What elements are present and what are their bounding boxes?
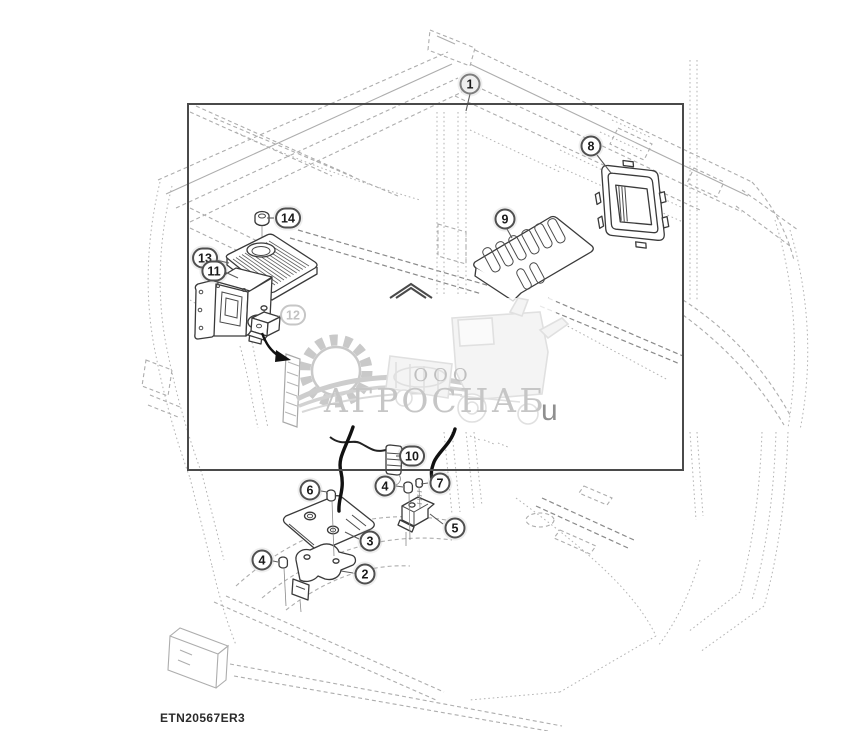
callout-4-lower[interactable]: 4 bbox=[251, 549, 273, 571]
callout-14[interactable]: 14 bbox=[275, 207, 301, 229]
cab-left-pillar bbox=[141, 181, 237, 646]
part-12-bracket bbox=[247, 305, 281, 341]
callout-11[interactable]: 11 bbox=[201, 260, 227, 282]
callout-5[interactable]: 5 bbox=[444, 517, 466, 539]
callout-3[interactable]: 3 bbox=[359, 530, 381, 552]
callout-7[interactable]: 7 bbox=[429, 472, 451, 494]
callout-8[interactable]: 8 bbox=[580, 135, 602, 157]
part-14-cap bbox=[254, 210, 270, 246]
callout-9[interactable]: 9 bbox=[494, 208, 516, 230]
screw-7 bbox=[415, 477, 424, 509]
part-2-bracket bbox=[291, 543, 357, 613]
part-5-bracket bbox=[397, 496, 435, 546]
figure-code: ETN20567ER3 bbox=[160, 711, 246, 725]
part-9-speaker-grille-tray bbox=[473, 215, 594, 302]
callout-4-upper[interactable]: 4 bbox=[374, 475, 396, 497]
watermark-company-name: АГРОСНАБ bbox=[323, 381, 546, 420]
inset-box bbox=[187, 103, 684, 471]
bolt-4-upper bbox=[403, 481, 414, 541]
part-8-frame bbox=[594, 159, 670, 249]
harness-cables bbox=[337, 425, 457, 513]
cab-roof bbox=[157, 29, 799, 261]
bolt-4-lower bbox=[278, 556, 289, 607]
callout-6[interactable]: 6 bbox=[299, 479, 321, 501]
callout-1[interactable]: 1 bbox=[459, 73, 481, 95]
chevron-mark bbox=[389, 282, 433, 299]
callout-2[interactable]: 2 bbox=[354, 563, 376, 585]
callout-leader-lines bbox=[215, 93, 612, 574]
callout-10[interactable]: 10 bbox=[399, 445, 425, 467]
watermark-stray-char: u bbox=[541, 394, 558, 427]
motion-arrow bbox=[260, 332, 291, 362]
cab-right-pillar bbox=[682, 60, 809, 653]
combine-harvester-icon bbox=[385, 297, 570, 425]
part-10-wiring-connector bbox=[329, 436, 403, 486]
watermark-org-form: ООО bbox=[413, 365, 472, 386]
callout-12[interactable]: 12 bbox=[280, 304, 306, 326]
bolt-6 bbox=[326, 489, 337, 557]
